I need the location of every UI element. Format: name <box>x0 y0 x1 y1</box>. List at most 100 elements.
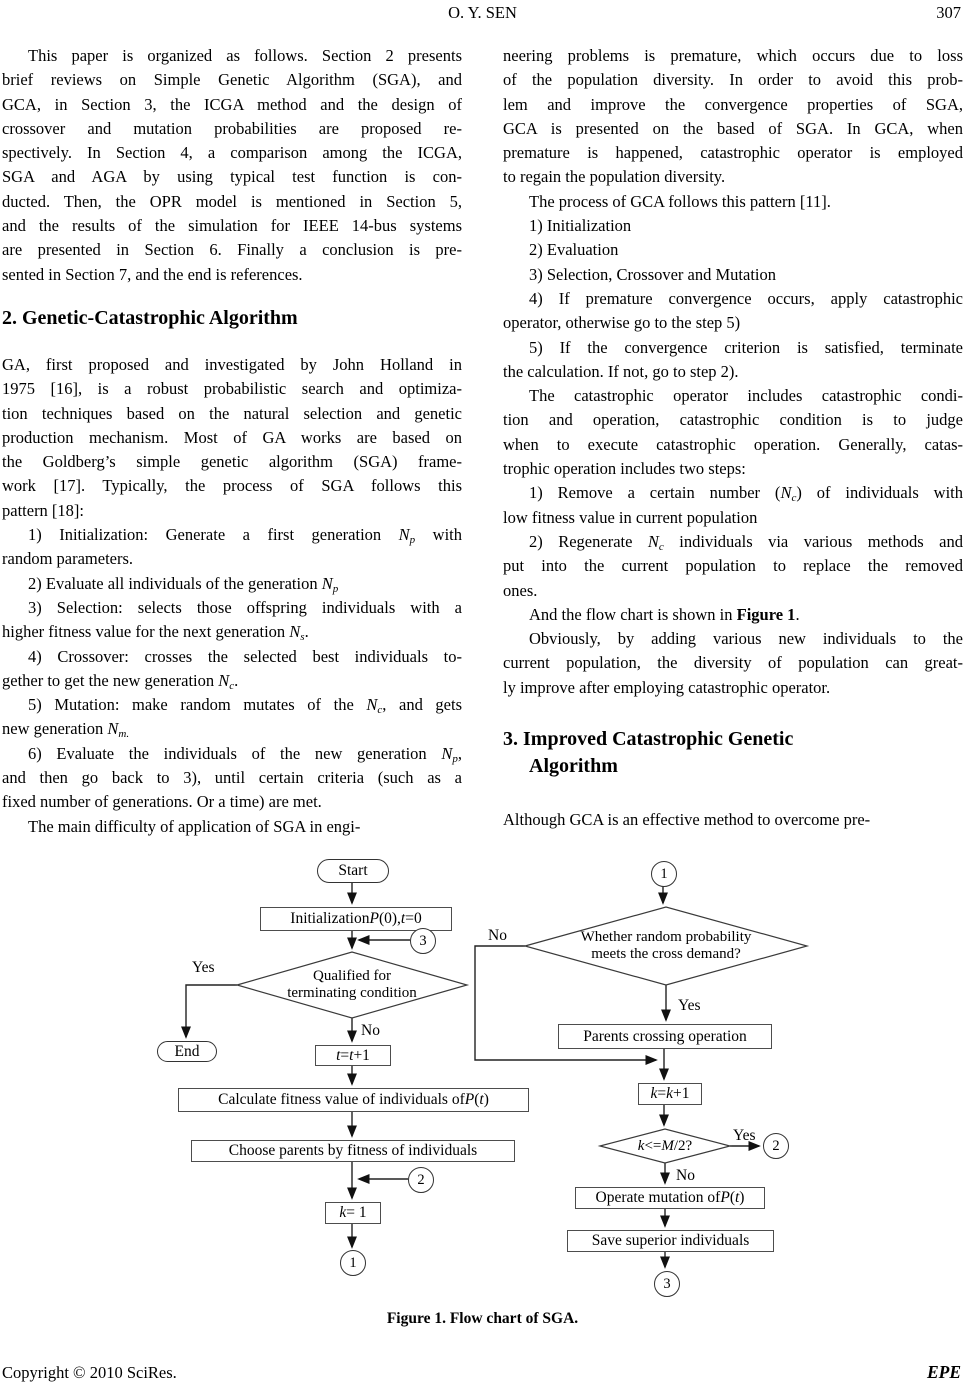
connector-2-out: 2 <box>763 1133 789 1159</box>
figure-caption: Figure 1. Flow chart of SGA. <box>386 1310 579 1327</box>
section-3-paragraph: Although GCA is an effective method to o… <box>503 808 963 832</box>
text-line: The catastrophic operator includes catas… <box>529 386 963 406</box>
text-line: 6) Evaluate the individuals of the new g… <box>28 743 462 765</box>
styled-run: p <box>452 752 458 765</box>
text-line: 2) Evaluation <box>529 240 619 260</box>
text-line: Although GCA is an effective method to o… <box>503 810 871 830</box>
cross-decision-diamond <box>522 906 810 986</box>
text-line: The process of GCA follows this pattern … <box>529 191 831 211</box>
text-line: crossover and mutation probabilities are… <box>2 118 462 138</box>
text-line: the calculation. If not, go to step 2). <box>503 361 739 381</box>
text-line: fixed number of generations. Or a time) … <box>2 792 322 812</box>
styled-run: N <box>218 670 230 690</box>
text-line: premature is happened, catastrophic oper… <box>503 143 963 163</box>
text-line: the Goldberg’s simple genetic algorithm … <box>2 452 462 472</box>
page-number: 307 <box>936 3 961 22</box>
k-limit-decision-label: k<=M/2? <box>637 1138 693 1154</box>
text-line: lem and improve the convergence properti… <box>503 94 963 114</box>
text-line: tion techniques based on the natural sel… <box>2 403 462 423</box>
text-line: to regain the population diversity. <box>503 167 726 187</box>
text-line: 1975 [16], is a robust probabilistic sea… <box>2 379 462 399</box>
yes-label-klimit: Yes <box>733 1127 756 1144</box>
yes-label-cross: Yes <box>678 997 701 1014</box>
left-column: This paper is organized as follows. Sect… <box>2 44 462 839</box>
right-column: neering problems is premature, which occ… <box>503 44 963 832</box>
text-line: 1) Remove a certain number (Nc) of indiv… <box>529 483 964 505</box>
text-line: 1) Initialization: Generate a first gene… <box>28 525 462 547</box>
text-line: tion and operation, catastrophic conditi… <box>503 410 963 430</box>
text-line: GCA, in Section 3, the ICGA method and t… <box>2 94 462 114</box>
right-column-text: neering problems is premature, which occ… <box>503 44 963 700</box>
text-line: of the population diversity. In order to… <box>503 70 963 90</box>
no-label-left: No <box>361 1022 380 1039</box>
styled-run: t <box>734 1189 740 1206</box>
text-line: and the results of the simulation for IE… <box>2 216 462 236</box>
journal-abbrev: EPE <box>926 1362 961 1382</box>
text-line: spectively. In Section 4, a comparison a… <box>2 143 462 163</box>
terminate-decision-label: Qualified for terminating condition <box>242 968 462 1001</box>
choose-parents-node: Choose parents by fitness of individuals <box>191 1140 515 1162</box>
text-line: 4) If premature convergence occurs, appl… <box>529 288 963 308</box>
figure-1-flowchart: Start Initialization P (0), t=0 3 Qualif… <box>0 855 965 1305</box>
calc-fitness-node: Calculate fitness value of individuals o… <box>178 1088 529 1112</box>
text-line: 4) Crossover: crosses the selected best … <box>28 646 462 666</box>
styled-run: N <box>366 695 378 715</box>
increment-k-node: k = k+1 <box>638 1083 702 1105</box>
styled-run: P <box>369 910 379 927</box>
text-line: are presented in Section 6. Finally a co… <box>2 240 462 260</box>
text-line: put into the current population to repla… <box>503 556 963 576</box>
flow-arrow-no-bypass <box>474 945 658 1066</box>
k-init-node: k = 1 <box>325 1202 381 1224</box>
copyright-notice: Copyright © 2010 SciRes. <box>2 1363 177 1382</box>
text-line: 3) Selection: selects those offspring in… <box>28 597 462 617</box>
cross-decision-line2: meets the cross demand? <box>591 945 741 962</box>
text-line: higher fitness value for the next genera… <box>2 622 309 644</box>
styled-run: N <box>441 743 453 763</box>
styled-run: k <box>650 1085 658 1102</box>
text-line: production mechanism. Most of GA works a… <box>2 427 462 447</box>
text-line: GA, first proposed and investigated by J… <box>2 354 462 374</box>
start-node: Start <box>317 859 389 883</box>
styled-run: c <box>791 492 797 505</box>
save-node: Save superior individuals <box>567 1230 774 1252</box>
styled-run: c <box>658 540 664 553</box>
cross-decision-label: Whether random probability meets the cro… <box>551 929 781 962</box>
styled-run: P <box>720 1189 730 1206</box>
text-line: trophic operation includes two steps: <box>503 459 746 479</box>
connector-1-in: 1 <box>651 861 677 887</box>
text-line: ones. <box>503 580 538 600</box>
styled-run: N <box>289 622 301 642</box>
text-line: ducted. Then, the OPR model is mentioned… <box>2 191 462 211</box>
increment-t-node: t = t+1 <box>315 1045 391 1066</box>
connector-3-in: 3 <box>410 928 436 954</box>
text-line: gether to get the new generation Nc. <box>2 670 239 692</box>
styled-run: M <box>661 1138 674 1154</box>
styled-run: c <box>229 679 235 692</box>
text-line: 3. Improved Catastrophic Genetic <box>503 728 794 751</box>
yes-label-left: Yes <box>192 959 215 976</box>
styled-run: N <box>647 531 659 551</box>
styled-run: k <box>339 1204 347 1221</box>
text-line: Obviously, by adding various new individ… <box>529 629 963 649</box>
styled-run: c <box>377 704 383 717</box>
section-2-paragraph: GA, first proposed and investigated by J… <box>2 353 462 839</box>
text-line: brief reviews on Simple Genetic Algorith… <box>2 70 462 90</box>
styled-run: s <box>300 631 305 644</box>
flow-arrow-yes-end <box>180 984 237 1039</box>
text-line: and then go back to 3), until certain cr… <box>2 768 462 788</box>
text-line: current population, the diversity of pop… <box>503 653 963 673</box>
text-line: when to execute catastrophic operation. … <box>503 434 963 454</box>
parents-crossing-node: Parents crossing operation <box>558 1024 772 1049</box>
connector-3-out: 3 <box>654 1271 680 1297</box>
section-2-heading: 2. Genetic-Catastrophic Algorithm <box>2 306 298 329</box>
styled-run: k <box>666 1085 674 1102</box>
text-line: 1) Initialization <box>529 216 632 236</box>
text-line: ly improve after employing catastrophic … <box>503 677 831 697</box>
text-line: GCA is presented on the based of SGA. In… <box>503 118 963 138</box>
text-line: sented in Section 7, and the end is refe… <box>2 264 303 284</box>
text-line: Algorithm <box>529 755 618 778</box>
styled-run: t <box>349 1046 354 1064</box>
text-line: 5) Mutation: make random mutates of the … <box>28 695 463 717</box>
styled-run: t <box>479 1091 484 1108</box>
